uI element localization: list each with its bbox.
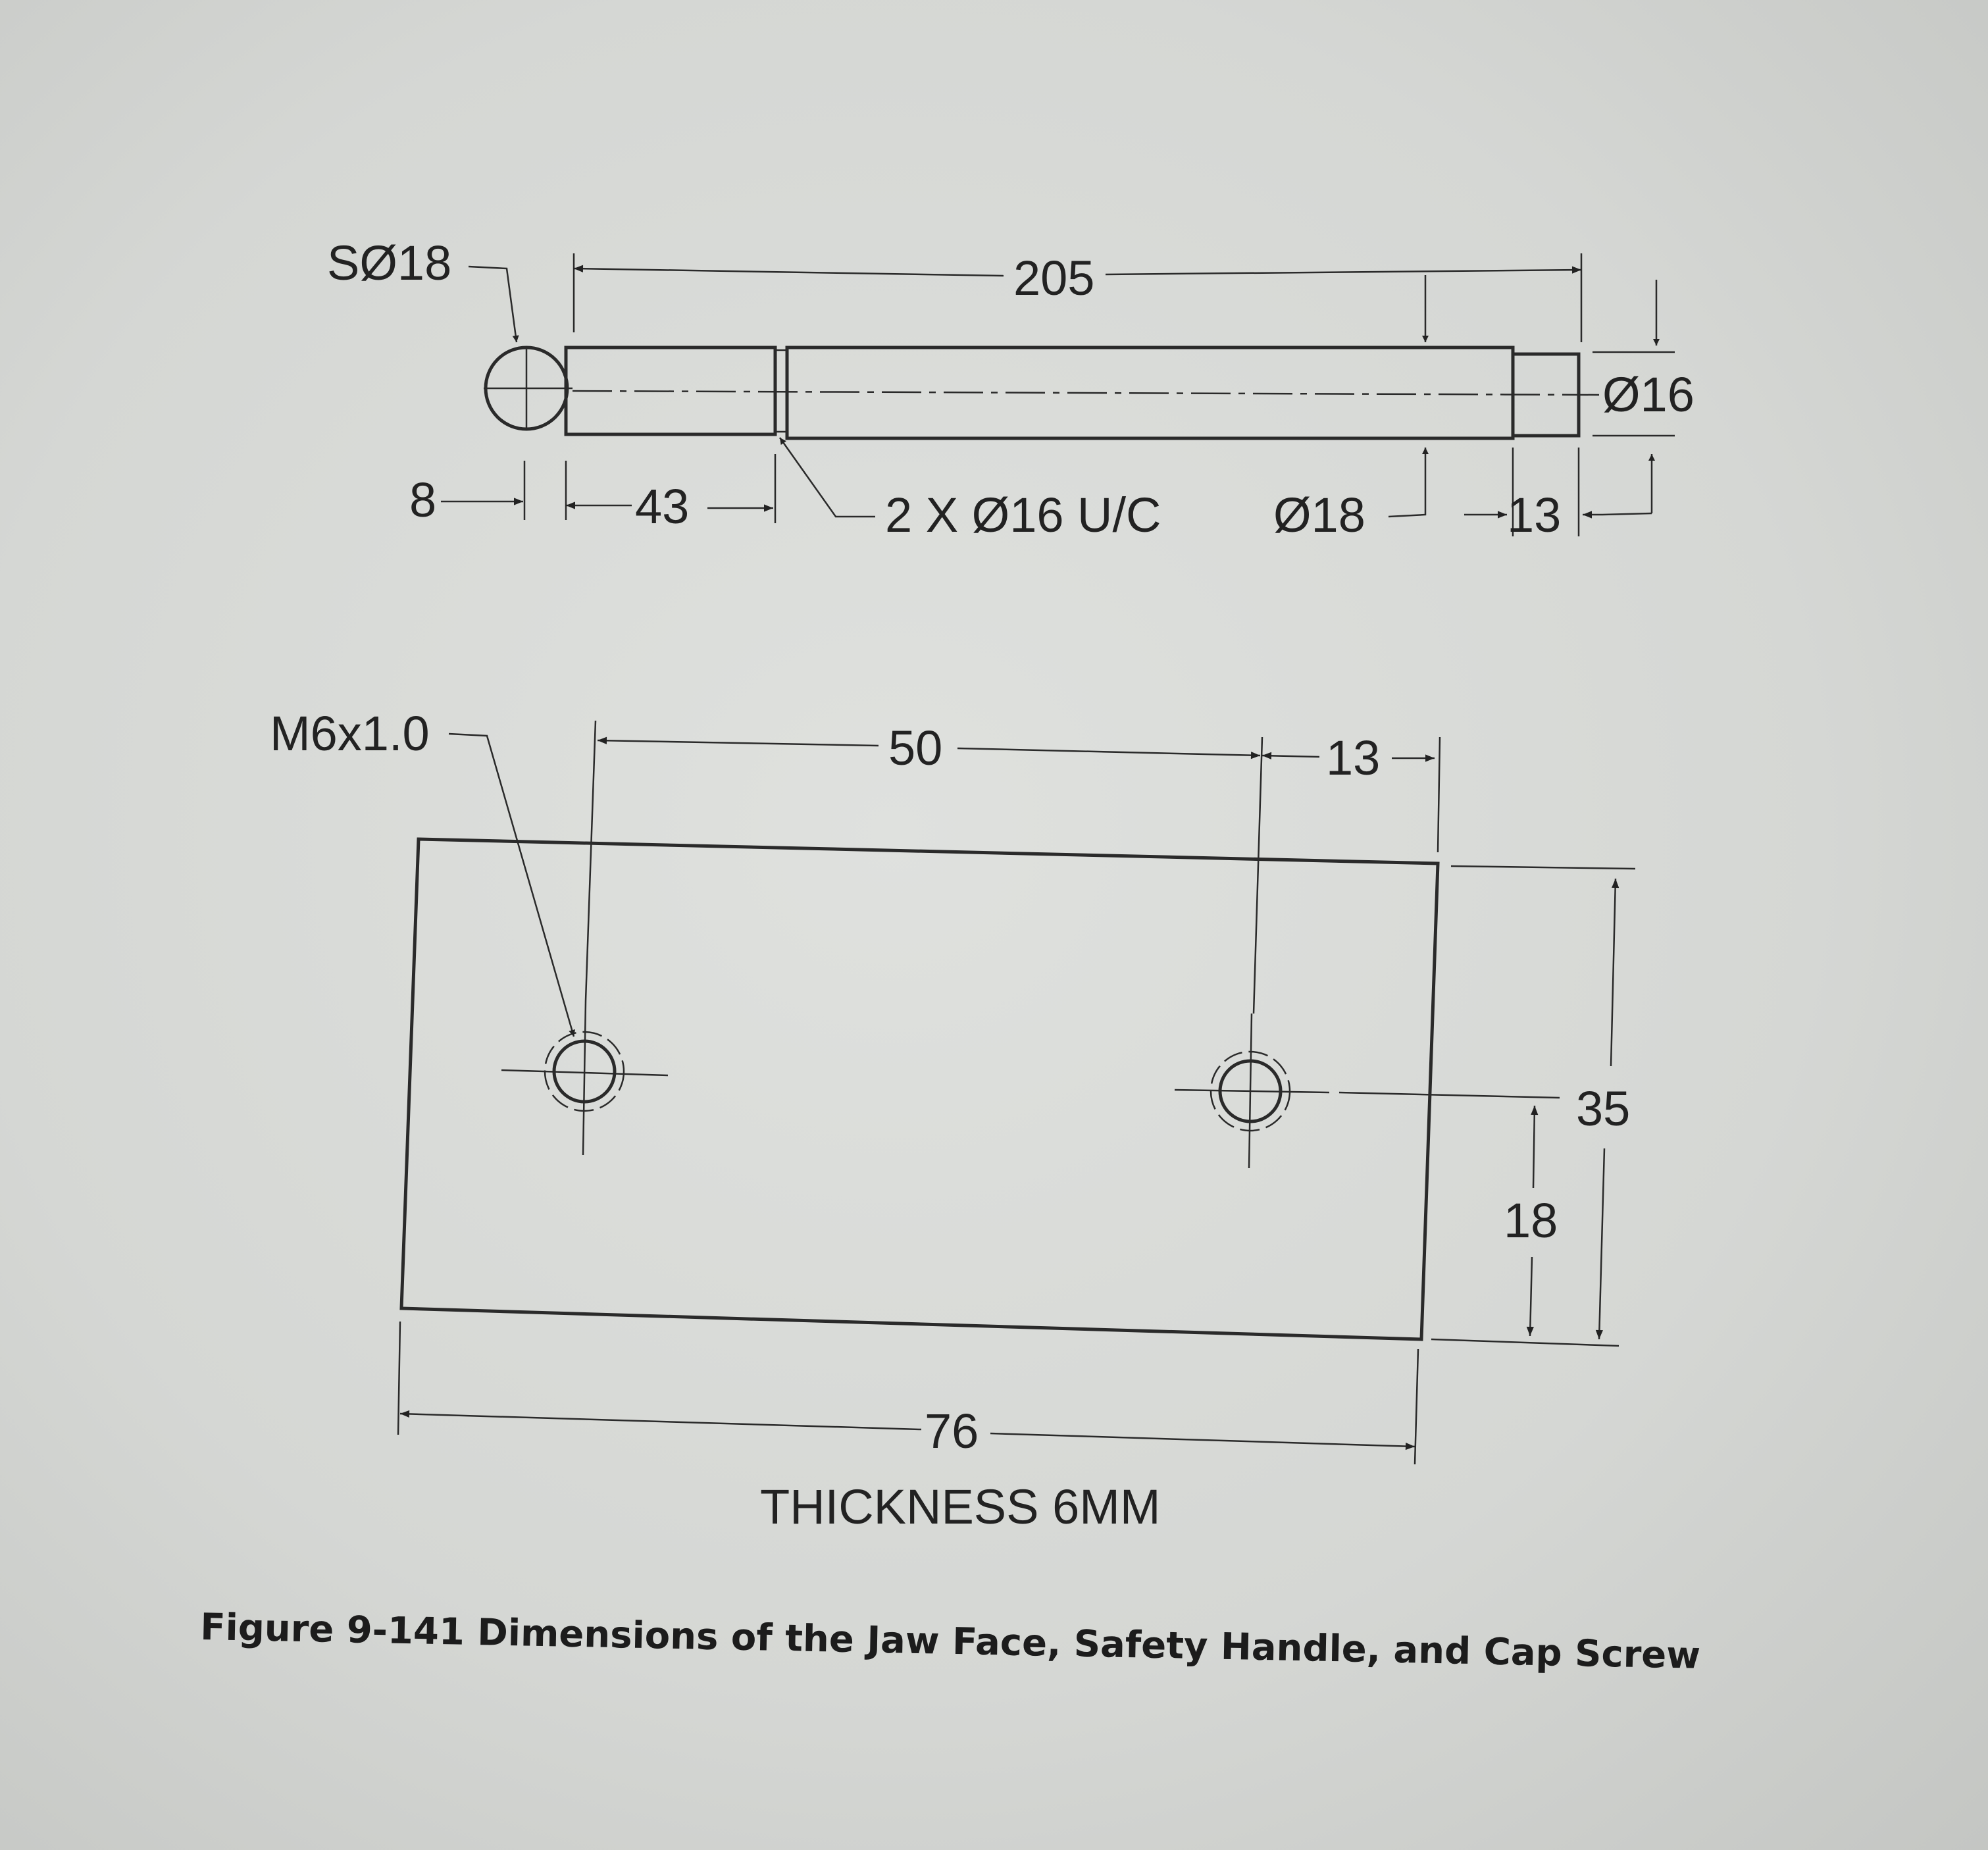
- hole-left: [501, 1000, 669, 1156]
- thread-callout: M6x1.0: [270, 706, 430, 761]
- jaw-face-outline: [399, 837, 1440, 1341]
- safety-handle: 205 SØ18 8 43 2 X Ø16 U/C Ø18 13 Ø16: [327, 236, 1695, 542]
- dim-shaft-diameter: Ø18: [1273, 488, 1365, 542]
- dim-8: 8: [409, 473, 436, 527]
- dim-end-length: 13: [1507, 488, 1561, 542]
- note-undercut: 2 X Ø16 U/C: [885, 488, 1161, 542]
- handle-centerline: [572, 390, 1600, 396]
- dim-76: 76: [925, 1404, 979, 1458]
- dim-205: 205: [1013, 251, 1094, 305]
- dim-50: 50: [888, 721, 942, 775]
- dim-18: 18: [1504, 1193, 1558, 1248]
- dim-end-diameter: Ø16: [1602, 367, 1695, 422]
- dim-35: 35: [1576, 1081, 1630, 1136]
- hole-right: [1174, 1013, 1330, 1169]
- dim-hole-to-edge: 13: [1326, 731, 1380, 785]
- thickness-note: THICKNESS 6MM: [760, 1479, 1161, 1534]
- dim-43: 43: [635, 479, 689, 534]
- jaw-face: M6x1.0 50 13 35 18 76 THICKNESS 6MM: [270, 706, 1636, 1534]
- dim-sphere-diameter: SØ18: [327, 236, 451, 290]
